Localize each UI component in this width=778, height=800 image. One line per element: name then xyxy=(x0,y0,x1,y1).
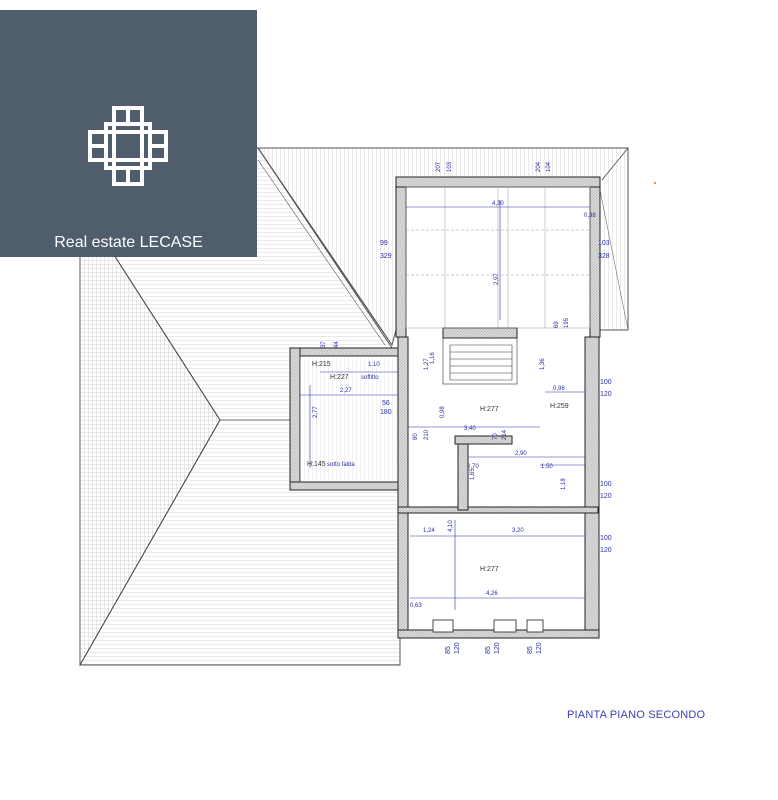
dim-central-e: 3,40 xyxy=(464,426,476,432)
dim-right-open-2b: 120 xyxy=(600,493,612,500)
height-label-5: H:145 xyxy=(307,461,326,468)
dim-small-c: 1,10 xyxy=(368,362,380,368)
dim-stair-c: 1,36 xyxy=(540,358,546,370)
dim-bot-open-3a: 85 xyxy=(527,646,534,654)
dimension-labels: 207 103 204 104 4,30 0,38 2,97 99 329 10… xyxy=(313,161,612,654)
dim-left-a: 99 xyxy=(380,240,388,247)
dim-bot-open-1b: 120 xyxy=(454,642,461,654)
walls xyxy=(289,176,601,639)
dimension-lines xyxy=(300,200,590,610)
dim-bottom-e: 4,26 xyxy=(486,591,498,597)
dim-central-a: 0,98 xyxy=(553,386,565,392)
dim-right-b: 328 xyxy=(598,253,610,260)
dim-bath-c: 0,70 xyxy=(467,464,479,470)
dim-small-a: 37 xyxy=(321,341,327,348)
dim-central-c: 80 xyxy=(413,433,419,440)
dim-small-b: 44 xyxy=(334,341,340,348)
dim-bottom-c: 4,10 xyxy=(448,520,454,532)
dim-right-open-1a: 100 xyxy=(600,379,612,386)
brand-name: Real estate LECASE xyxy=(54,234,203,251)
dim-bath-b: 1,50 xyxy=(541,464,553,470)
dim-bottom-a: 1,24 xyxy=(423,528,435,534)
dim-right-open-1b: 120 xyxy=(600,391,612,398)
height-label-3: H:277 xyxy=(480,406,499,413)
dim-top-2a: 204 xyxy=(536,161,542,172)
dim-small-f: 56 xyxy=(382,400,390,407)
dim-width-top: 4,30 xyxy=(492,201,504,207)
height-label-4: H:259 xyxy=(550,403,569,410)
dim-bot-open-2a: 85 xyxy=(485,646,492,654)
dim-small-d: 2,27 xyxy=(340,388,352,394)
height-labels: H:215 H:227 H:277 H:259 H:145 H:277 soff… xyxy=(307,361,569,573)
dim-central-b: 0,98 xyxy=(440,406,446,418)
staircase xyxy=(442,337,518,385)
dim-small-e: 2,77 xyxy=(313,406,319,418)
dim-right-open-2a: 100 xyxy=(600,481,612,488)
dim-stair-d: 69 xyxy=(554,321,560,328)
dim-bottom-d: 0,63 xyxy=(410,603,422,609)
dim-central-f: 70 xyxy=(493,433,499,440)
dim-bath-e: 1,18 xyxy=(561,478,567,490)
plan-title: PIANTA PIANO SECONDO xyxy=(567,709,706,721)
dim-right-open-3a: 100 xyxy=(600,535,612,542)
dim-bath-a: 2,90 xyxy=(515,451,527,457)
height-label-6: H:277 xyxy=(480,566,499,573)
top-room-interior xyxy=(405,186,591,329)
roof-left xyxy=(79,147,401,667)
note-sotto-falda: sotto falda xyxy=(327,462,355,468)
dim-bot-open-1a: 85 xyxy=(445,646,452,654)
dim-stair-b: 1,16 xyxy=(430,352,436,364)
dim-right-open-3b: 120 xyxy=(600,547,612,554)
dim-central-d: 210 xyxy=(424,429,430,440)
dim-top-2b: 104 xyxy=(546,161,552,172)
note-soffitto: soffitto xyxy=(361,375,379,381)
dim-stair-a: 1,27 xyxy=(424,358,430,370)
dim-stair-e: 195 xyxy=(564,317,570,328)
dim-top-1b: 103 xyxy=(447,161,453,172)
dim-bot-open-2b: 120 xyxy=(494,642,501,654)
dim-bottom-b: 3,20 xyxy=(512,528,524,534)
dim-central-g: 214 xyxy=(502,429,508,440)
height-label-1: H:215 xyxy=(312,361,331,368)
dim-bath-d: 1,65 xyxy=(470,468,476,480)
lecase-logo-icon xyxy=(88,106,168,186)
dim-left-b: 329 xyxy=(380,253,392,260)
height-label-2: H:227 xyxy=(330,374,349,381)
dim-width-top-right: 0,38 xyxy=(584,213,596,219)
brand-panel: Real estate LECASE xyxy=(0,10,257,257)
dim-height-top: 2,97 xyxy=(494,273,500,285)
small-room-floor xyxy=(300,356,398,482)
dim-top-1a: 207 xyxy=(436,161,442,172)
orange-marker xyxy=(653,181,657,185)
dim-bot-open-3b: 120 xyxy=(536,642,543,654)
dim-small-g: 180 xyxy=(380,409,392,416)
dim-right-a: 103 xyxy=(598,240,610,247)
bottom-windows xyxy=(432,619,544,633)
